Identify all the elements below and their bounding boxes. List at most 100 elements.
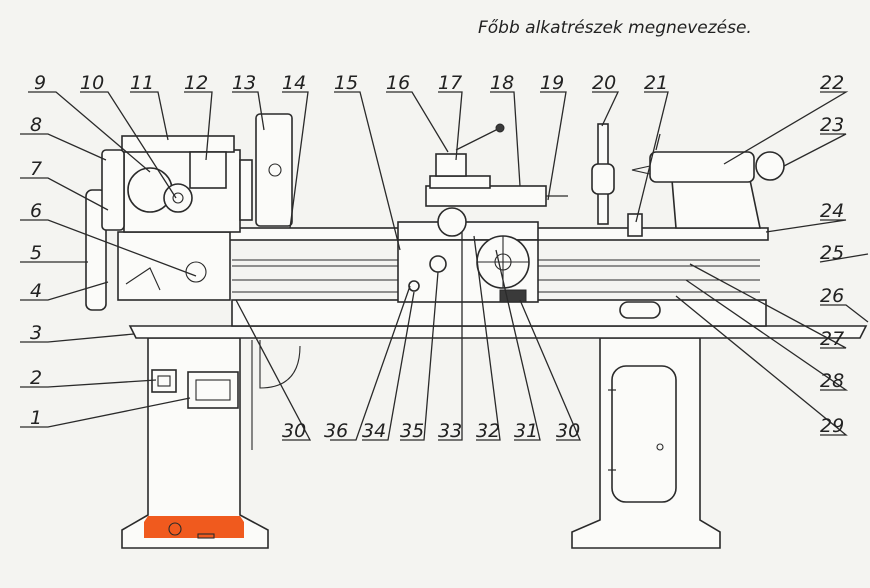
label-22: 22 [820, 72, 844, 94]
label-29: 29 [820, 415, 844, 437]
gearbox [117, 231, 231, 301]
leader-29 [675, 295, 848, 436]
leader-6 [20, 219, 197, 277]
label-28: 28 [820, 370, 844, 392]
lathe-bed [231, 299, 767, 327]
tailstock-handwheel [755, 151, 785, 181]
leader-26 [820, 304, 869, 323]
leader-7 [20, 177, 109, 211]
leader-2 [20, 379, 157, 388]
leader-9 [28, 91, 151, 173]
chuck [255, 113, 293, 227]
label-23: 23 [820, 114, 844, 136]
base-highlight [144, 516, 244, 538]
gearbox-lever [125, 267, 161, 291]
leader-4 [20, 281, 109, 301]
compound-rest [429, 175, 491, 189]
label-1: 1 [30, 407, 42, 429]
leader-18 [490, 91, 521, 187]
tool-post-lever [455, 127, 501, 151]
label-16: 16 [386, 72, 410, 94]
label-8: 8 [30, 114, 42, 136]
leader-30b [519, 299, 581, 441]
label-11: 11 [130, 72, 154, 94]
cross-slide [425, 185, 547, 207]
label-19: 19 [540, 72, 564, 94]
diagram-title: Főbb alkatrészek megnevezése. [478, 18, 752, 38]
control-box-panel [195, 379, 231, 401]
leader-34 [362, 291, 415, 441]
label-13: 13 [232, 72, 256, 94]
label-30b: 30 [556, 420, 580, 442]
speed-handwheel [163, 183, 193, 213]
leader-14 [282, 91, 309, 229]
leader-13 [232, 91, 265, 131]
label-3: 3 [30, 322, 42, 344]
label-32: 32 [476, 420, 500, 442]
tool-post [435, 153, 467, 177]
indicator-clamp [591, 163, 615, 195]
leader-36 [330, 285, 411, 441]
door-lock [656, 443, 664, 451]
tailstock-barrel [649, 151, 755, 183]
label-33: 33 [438, 420, 462, 442]
switch [157, 375, 171, 387]
leader-25 [819, 253, 869, 263]
leader-20 [592, 91, 620, 127]
leader-12 [184, 91, 213, 161]
leader-16 [386, 91, 449, 153]
leader-8 [20, 133, 107, 161]
label-34: 34 [362, 420, 386, 442]
half-nut-lever [408, 280, 420, 292]
label-25: 25 [820, 242, 844, 264]
label-10: 10 [80, 72, 104, 94]
leader-10 [80, 91, 177, 199]
leader-3 [20, 333, 135, 343]
label-31: 31 [514, 420, 538, 442]
label-6: 6 [30, 200, 42, 222]
label-14: 14 [282, 72, 306, 94]
label-26: 26 [820, 285, 844, 307]
leader-lines [20, 91, 869, 441]
belt-guard [101, 149, 125, 231]
leader-21 [635, 91, 669, 223]
leader-28 [685, 279, 849, 391]
label-36: 36 [324, 420, 348, 442]
apron-knob [429, 255, 447, 273]
coolant-pipe [251, 340, 301, 450]
switch-box [151, 369, 177, 393]
tailstock-center [631, 165, 651, 175]
leader-23 [783, 133, 847, 167]
saddle [397, 221, 539, 241]
base-slot [197, 533, 215, 539]
label-4: 4 [30, 280, 42, 302]
leader-27 [689, 263, 847, 349]
label-17: 17 [438, 72, 462, 94]
leader-32 [473, 235, 501, 441]
label-24: 24 [820, 200, 844, 222]
stand-base [627, 213, 643, 237]
drive-pulley [85, 189, 107, 311]
tailstock-lock-lever [655, 133, 661, 151]
leader-1 [20, 397, 191, 428]
headstock-plate [189, 151, 227, 189]
label-30a: 30 [282, 420, 306, 442]
leader-17 [438, 91, 463, 161]
label-5: 5 [30, 242, 42, 264]
base-bolt-hole [168, 522, 182, 536]
leader-22 [723, 91, 849, 165]
label-15: 15 [334, 72, 358, 94]
label-9: 9 [34, 72, 46, 94]
chuck-key-hole [268, 163, 282, 177]
label-21: 21 [644, 72, 668, 94]
carriage-lock [499, 289, 527, 303]
leader-11 [130, 91, 169, 141]
pedestal-door [611, 365, 677, 503]
leader-30a [235, 299, 312, 441]
leader-31 [495, 249, 541, 441]
leader-15 [334, 91, 401, 251]
tool-post-lever-knob [495, 123, 505, 133]
tailstock-body [671, 179, 761, 229]
cross-slide-handwheel [437, 207, 467, 237]
